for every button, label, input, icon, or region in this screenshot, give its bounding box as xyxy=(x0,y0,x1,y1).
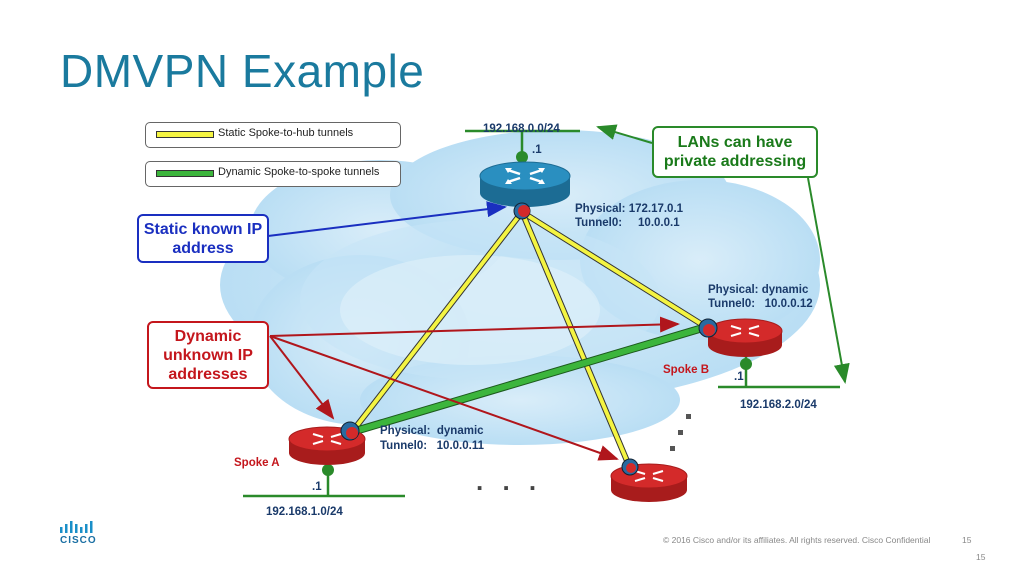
callout-dynamic-unknown: Dynamic unknown IP addresses xyxy=(147,321,269,389)
cisco-logo-text: CISCO xyxy=(60,535,97,546)
lan-lines xyxy=(243,129,840,498)
spoke-b-network-label: 192.168.2.0/24 xyxy=(740,399,817,411)
spoke-b-physical-label: Physical: dynamic xyxy=(708,284,809,296)
hub-router-icon[interactable] xyxy=(479,161,571,220)
hub-tunnel-label: Tunnel0: 10.0.0.1 xyxy=(575,217,680,229)
spoke-a-network-label: 192.168.1.0/24 xyxy=(266,506,343,518)
diagonal-ellipsis xyxy=(670,414,691,451)
legend-static: Static Spoke-to-hub tunnels xyxy=(145,122,401,148)
internet-cloud xyxy=(220,130,820,445)
more-spokes-ellipsis: . . . xyxy=(476,466,543,496)
hub-host-label: .1 xyxy=(532,144,542,156)
footer-copyright: © 2016 Cisco and/or its affiliates. All … xyxy=(663,535,931,545)
hub-physical-label: Physical: 172.17.0.1 xyxy=(575,203,684,215)
hub-network-label: 192.168.0.0/24 xyxy=(483,123,560,135)
callout-lans-text: LANs can have private addressing xyxy=(663,134,807,170)
spoke-c-router-icon[interactable] xyxy=(610,458,688,502)
static-tunnels xyxy=(349,209,708,470)
footer-page-number-secondary: 15 xyxy=(976,552,986,562)
legend-dynamic: Dynamic Spoke-to-spoke tunnels xyxy=(145,161,401,187)
spoke-a-router-icon[interactable] xyxy=(288,421,366,465)
spoke-b-host-label: .1 xyxy=(734,371,744,383)
spoke-a-host-label: .1 xyxy=(312,481,322,493)
cisco-logo-icon xyxy=(60,521,93,533)
spoke-a-tunnel-label: Tunnel0: 10.0.0.11 xyxy=(380,440,484,452)
spoke-b-tunnel-label: Tunnel0: 10.0.0.12 xyxy=(708,298,813,310)
dynamic-tunnel xyxy=(350,323,708,436)
spoke-b-name-label: Spoke B xyxy=(663,364,710,376)
spoke-a-name-label: Spoke A xyxy=(234,457,280,469)
callout-static-known: Static known IP address xyxy=(137,214,269,263)
legend-dynamic-label: Dynamic Spoke-to-spoke tunnels xyxy=(218,166,380,178)
callout-static-known-text: Static known IP address xyxy=(143,220,263,257)
footer-page-number: 15 xyxy=(962,535,972,545)
spoke-a-physical-label: Physical: dynamic xyxy=(380,425,484,437)
slide-title: DMVPN Example xyxy=(60,45,425,97)
callout-dynamic-unknown-text: Dynamic unknown IP addresses xyxy=(163,327,253,383)
spoke-b-router-icon[interactable] xyxy=(698,318,783,357)
callout-arrows xyxy=(267,124,850,461)
legend-static-label: Static Spoke-to-hub tunnels xyxy=(218,127,354,139)
callout-lans: LANs can have private addressing xyxy=(652,126,818,178)
